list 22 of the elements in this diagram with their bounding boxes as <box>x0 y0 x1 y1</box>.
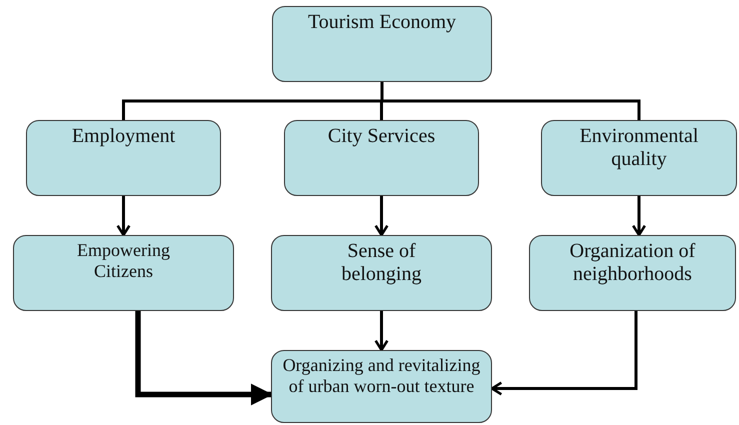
box-label: Employment <box>70 125 176 148</box>
process-box <box>13 235 234 311</box>
box-label: Environmental quality <box>578 125 700 171</box>
process-box <box>271 350 492 423</box>
process-box <box>271 235 492 311</box>
arrow <box>374 196 389 236</box>
arrow <box>135 311 273 406</box>
arrow <box>374 311 389 352</box>
box-label: Tourism Economy <box>306 11 458 34</box>
box-label: City Services <box>326 125 436 148</box>
arrow <box>490 311 638 396</box>
box-label: Organizing and revitalizing of urban worn-out texture <box>282 355 482 396</box>
process-box <box>26 120 221 196</box>
box-label: Empowering Citizens <box>76 240 171 282</box>
process-box <box>529 235 736 311</box>
box-label: Organization of neighborhoods <box>568 240 696 286</box>
process-box <box>541 120 737 196</box>
process-box <box>284 120 479 196</box>
arrow <box>116 196 131 236</box>
box-label: Sense of belonging <box>340 240 422 286</box>
process-box <box>272 6 492 82</box>
arrow <box>632 196 646 236</box>
